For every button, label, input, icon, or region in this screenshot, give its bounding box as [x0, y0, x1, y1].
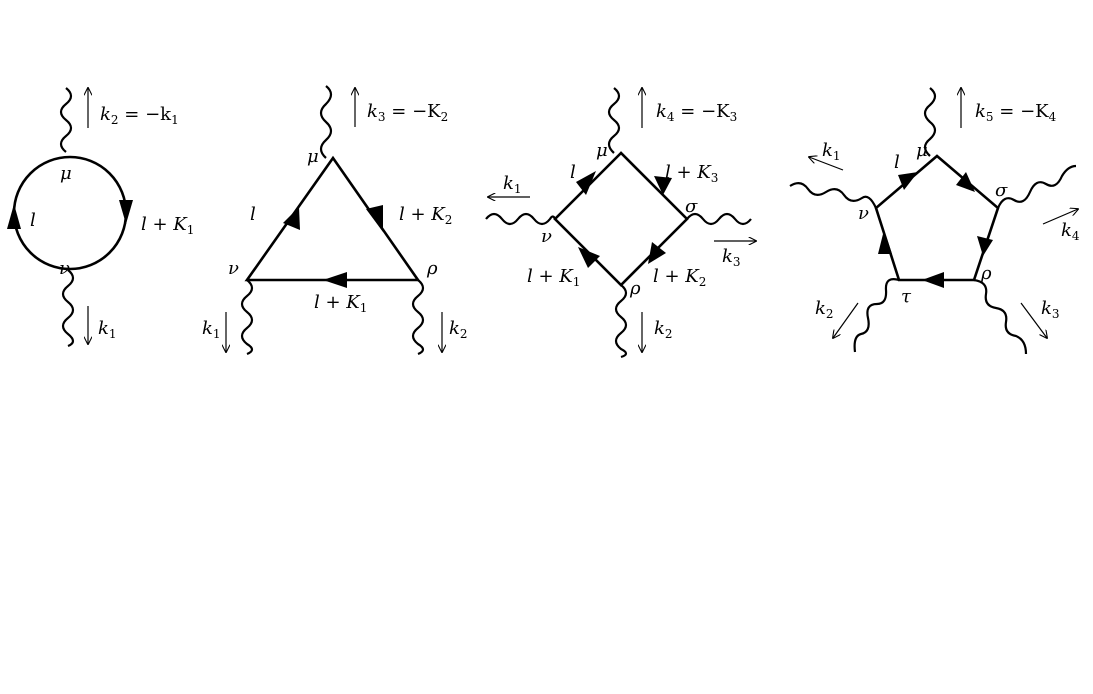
vertex-label-mu: μ — [307, 146, 319, 167]
vertex-label-sigma: σ — [995, 180, 1008, 201]
vertex-label-rho: ρ — [629, 278, 641, 299]
external-label-k3: k3 = −K2 — [367, 101, 448, 124]
propagator-arrow-bottom-edge — [922, 272, 944, 288]
photon-line-right — [996, 164, 1077, 209]
propagator-label-l-plus-k1: l + K1 — [527, 266, 580, 289]
bubble-diagram: μ ν l l + K1 k2 = −k1 k1 — [7, 87, 194, 348]
propagator-arrow-left — [7, 204, 21, 229]
photon-line-bottom-right — [973, 278, 1028, 355]
box-diagram: μ ν ρ σ l l + K3 l + K1 l + K2 k4 = −K3 … — [485, 87, 756, 359]
vertex-label-tau: τ — [901, 286, 912, 307]
vertex-label-sigma: σ — [685, 196, 698, 217]
propagator-label-l: l — [250, 204, 256, 225]
propagator-arrow-right-edge — [977, 236, 993, 256]
propagator-label-l: l — [570, 162, 576, 183]
external-label-k4: k4 = −K3 — [656, 101, 737, 124]
vertex-label-rho: ρ — [426, 258, 438, 279]
external-label-k3: k3 — [722, 246, 741, 269]
propagator-arrow-right — [119, 200, 133, 224]
propagator-arrow-se-edge — [648, 242, 666, 264]
fermion-loop — [874, 154, 1000, 282]
vertex-label-mu: μ — [916, 140, 928, 161]
propagator-label-l-plus-k2: l + K2 — [399, 204, 452, 227]
photon-line-left — [485, 212, 557, 226]
photon-line-top — [59, 87, 73, 153]
propagator-arrow-left-edge — [878, 230, 892, 254]
propagator-label-l-plus-k1: l + K1 — [314, 292, 367, 315]
photon-line-bottom-left — [853, 278, 900, 353]
photon-line-top — [923, 87, 937, 157]
propagator-arrow-ne-edge — [654, 176, 672, 195]
external-label-k1: k1 — [98, 318, 117, 341]
external-label-k5: k5 = −K4 — [975, 101, 1057, 124]
pentagon-diagram: μ ν τ ρ σ l k5 = −K4 k1 k4 k2 k3 — [789, 87, 1080, 355]
momentum-arrow-k2 — [833, 302, 859, 338]
propagator-arrow-left-edge — [283, 207, 300, 230]
photon-line-left — [789, 182, 877, 209]
external-label-k3: k3 — [1041, 298, 1060, 321]
vertex-label-nu: ν — [228, 258, 239, 279]
propagator-label-l-plus-k3: l + K3 — [665, 162, 718, 185]
external-label-k2: k2 — [449, 318, 468, 341]
photon-line-bottom — [614, 284, 628, 359]
external-label-k1: k1 — [202, 318, 221, 341]
propagator-arrow-top-left-edge — [898, 172, 918, 190]
vertex-label-nu: ν — [858, 203, 869, 224]
propagator-label-l: l — [894, 152, 900, 173]
external-label-k2: k2 = −k1 — [100, 104, 179, 127]
photon-line-bottom-right — [411, 279, 425, 356]
momentum-arrow-k4 — [1042, 209, 1078, 225]
momentum-arrow-k3 — [1020, 302, 1047, 338]
external-label-k2: k2 — [654, 318, 673, 341]
propagator-arrow-nw-edge — [576, 171, 596, 195]
vertex-label-rho: ρ — [980, 263, 992, 284]
propagator-arrow-bottom-edge — [323, 272, 347, 288]
propagator-arrow-right-edge — [366, 205, 383, 232]
external-label-k1: k1 — [822, 140, 841, 163]
photon-line-bottom — [61, 269, 75, 348]
photon-line-bottom-left — [240, 279, 254, 356]
fermion-loop — [244, 155, 421, 282]
external-label-k1: k1 — [503, 173, 522, 196]
propagator-label-l-plus-k2: l + K2 — [653, 266, 706, 289]
momentum-arrow-k1 — [809, 157, 844, 171]
vertex-label-nu: ν — [59, 258, 70, 279]
triangle-diagram: μ ν ρ l l + K2 l + K1 k3 = −K2 k1 k2 — [202, 85, 468, 356]
vertex-label-mu: μ — [60, 163, 72, 184]
propagator-arrow-sw-edge — [578, 247, 600, 268]
propagator-arrow-top-right-edge — [956, 172, 975, 192]
vertex-label-nu: ν — [541, 226, 552, 247]
photon-line-top — [319, 85, 333, 159]
propagator-label-l-plus-k1: l + K1 — [141, 214, 194, 237]
photon-line-top — [607, 87, 621, 154]
external-label-k2: k2 — [815, 298, 834, 321]
propagator-label-l: l — [30, 210, 36, 231]
external-label-k4: k4 — [1061, 220, 1080, 243]
photon-line-right — [686, 212, 752, 226]
vertex-label-mu: μ — [596, 140, 608, 161]
